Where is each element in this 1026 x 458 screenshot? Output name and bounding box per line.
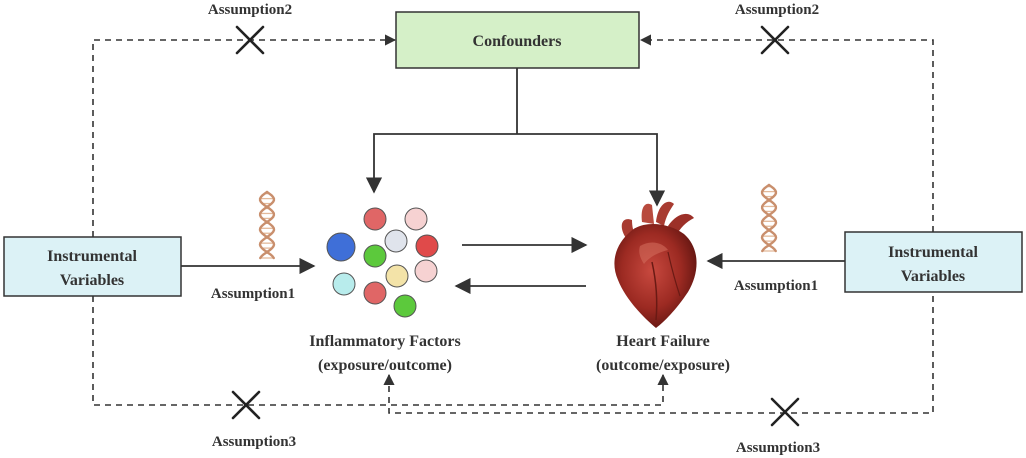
heart-vessel [641,203,654,224]
heart-highlight [639,242,668,264]
molecule [414,259,438,283]
assumption3-right-label: Assumption3 [736,440,820,456]
molecule [363,281,387,305]
dna-strand [258,190,276,260]
assumption2-right-label: Assumption2 [735,2,819,18]
iv-left-to-confounders-dashed [92,34,397,237]
assumption-labels: Assumption2 Assumption2 Assumption1 Assu… [208,2,820,456]
outcome-subtitle: (outcome/exposure) [596,357,730,374]
dna-icon [258,190,276,260]
confounders-box: Confounders [395,11,640,69]
heart-vessel [656,201,674,226]
heart-artery [667,251,681,297]
exposure-title: Inflammatory Factors [309,333,461,350]
outcome-title: Heart Failure [616,333,709,350]
assumption1-left-label: Assumption1 [211,286,295,302]
iv-left-to-outcome-dashed [92,296,669,406]
iv-left-box: Instrumental Variables [3,236,182,297]
iv-right-line2: Variables [901,268,965,285]
molecule [384,229,408,253]
confounder-links [365,68,666,207]
outcome-caption: Heart Failure (outcome/exposure) [596,333,730,374]
confounder-to-outcome-arrow [517,133,666,207]
iv-right-to-confounders-dashed [639,34,934,232]
cross-mark-icon [760,25,790,55]
molecule [363,207,387,231]
cross-marks [231,25,800,427]
assumption3-left-label: Assumption3 [212,434,296,450]
molecule [363,244,387,268]
dna-strand [258,190,276,260]
molecule [393,294,417,318]
dashed-links [92,34,934,414]
causal-links [181,236,845,295]
cross-mark-icon [770,397,800,427]
heart-body [614,223,697,328]
cross-mark-icon [231,390,261,420]
exposure-caption: Inflammatory Factors (exposure/outcome) [309,333,461,374]
molecule [332,272,356,296]
iv-left-line2: Variables [60,272,124,289]
cross-mark-icon [235,25,265,55]
molecule [326,232,356,262]
iv-left-line1: Instrumental [47,248,137,265]
heart-icon [614,201,697,328]
iv-right-box: Instrumental Variables [844,231,1023,293]
molecule [404,207,428,231]
molecule [415,234,439,258]
dna-strand [760,183,778,253]
assumption2-left-label: Assumption2 [208,2,292,18]
confounders-label: Confounders [473,33,562,50]
assumption1-right-label: Assumption1 [734,278,818,294]
heart-artery [651,261,658,321]
exposure-subtitle: (exposure/outcome) [318,357,452,374]
iv-right-line1: Instrumental [888,244,978,261]
dna-icon [760,183,778,253]
iv-right-to-exposure-dashed [383,296,934,414]
molecule [385,264,409,288]
confounder-to-exposure-arrow [365,133,517,194]
dna-strand [760,183,778,253]
inflammatory-factors-cluster [326,207,439,318]
